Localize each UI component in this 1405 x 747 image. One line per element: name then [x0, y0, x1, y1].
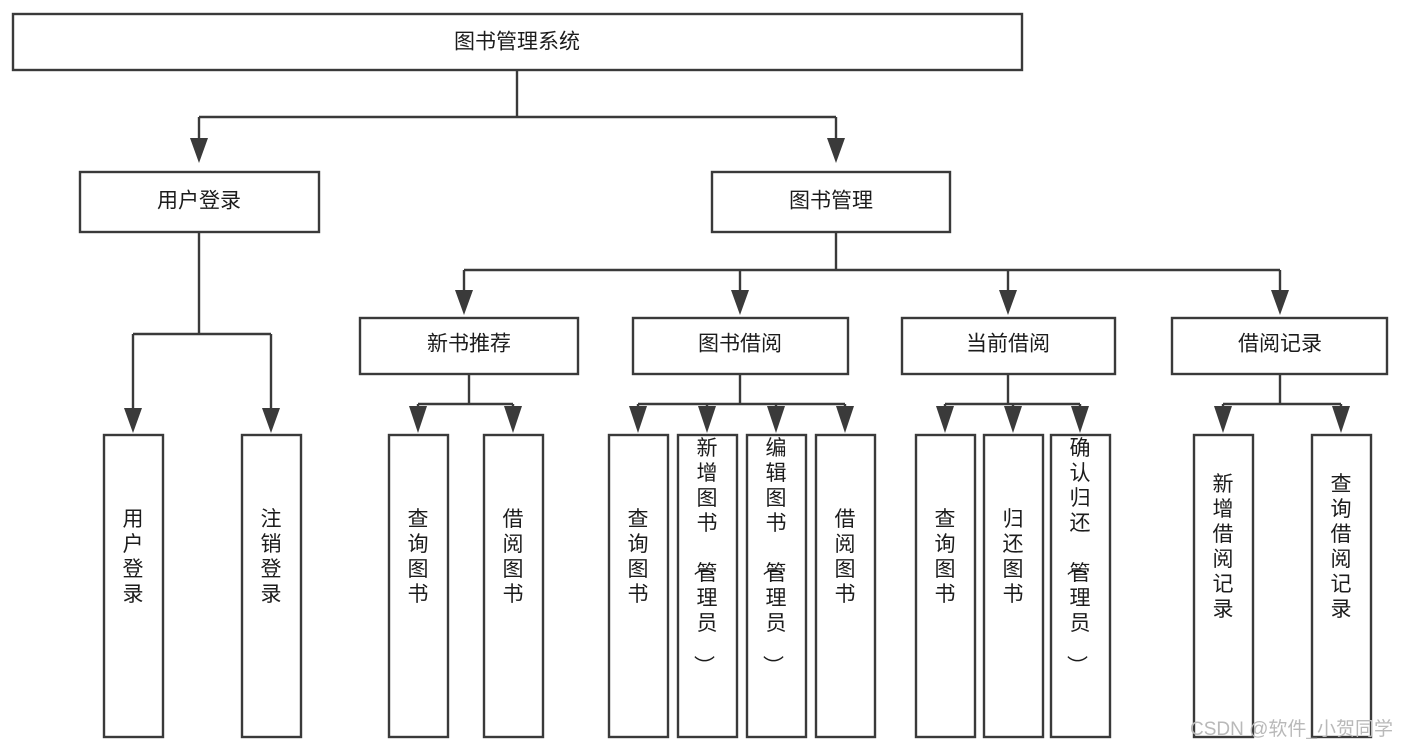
node-leaf-query-book-3-label: 查询图书	[935, 508, 956, 606]
node-leaf-edit-book-box[interactable]	[745, 433, 808, 739]
node-book-borrow-label: 图书借阅	[698, 333, 782, 356]
node-leaf-query-book-1-label: 查询图书	[408, 508, 429, 606]
arrow-head-leaf-return-book	[1004, 406, 1022, 433]
node-user-login-box[interactable]	[78, 170, 321, 234]
node-leaf-query-book-3[interactable]: 查询图书	[914, 433, 977, 739]
node-leaf-query-record-label: 查询借阅记录	[1331, 473, 1352, 621]
node-leaf-confirm-return-box[interactable]	[1049, 433, 1112, 739]
node-leaf-add-record-label: 新增借阅记录	[1213, 473, 1234, 621]
watermark-label: CSDN @软件_小贺同学	[1190, 718, 1393, 740]
arrow-head-leaf-borrow-book-1	[504, 406, 522, 433]
node-leaf-borrow-book-2-box[interactable]	[814, 433, 877, 739]
node-leaf-return-book-box[interactable]	[982, 433, 1045, 739]
node-leaf-query-record[interactable]: 查询借阅记录	[1310, 433, 1373, 739]
node-leaf-query-book-1-box[interactable]	[387, 433, 450, 739]
node-leaf-add-book[interactable]: 新增图书（管理员）	[676, 433, 739, 739]
node-leaf-add-record[interactable]: 新增借阅记录	[1192, 433, 1255, 739]
node-leaf-query-book-1[interactable]: 查询图书	[387, 433, 450, 739]
node-current-borrow-label: 当前借阅	[966, 333, 1050, 356]
node-leaf-query-record-box[interactable]	[1310, 433, 1373, 739]
node-leaf-borrow-book-1[interactable]: 借阅图书	[482, 433, 545, 739]
arrow-head-leaf-edit-book	[767, 406, 785, 433]
node-leaf-add-book-label: 新增图书（管理员）	[692, 437, 718, 676]
node-root-box[interactable]	[11, 12, 1024, 72]
arrow-head-leaf-user-login	[124, 408, 142, 433]
node-leaf-borrow-book-2[interactable]: 借阅图书	[814, 433, 877, 739]
node-book-management[interactable]: 图书管理	[710, 170, 952, 234]
arrow-head-leaf-add-book	[698, 406, 716, 433]
node-borrow-record-label: 借阅记录	[1238, 333, 1322, 356]
arrow-head-leaf-add-record	[1214, 406, 1232, 433]
node-new-book-recommend-box[interactable]	[358, 316, 580, 376]
node-leaf-query-book-2-box[interactable]	[607, 433, 670, 739]
arrow-head-leaf-query-book-2	[629, 406, 647, 433]
arrow-head-leaf-query-book-1	[409, 406, 427, 433]
connector-group-current-borrow	[936, 374, 1089, 433]
arrow-head-new-book-recommend	[455, 290, 473, 315]
node-leaf-add-book-box[interactable]	[676, 433, 739, 739]
node-leaf-add-record-box[interactable]	[1192, 433, 1255, 739]
node-leaf-borrow-book-1-label: 借阅图书	[503, 508, 524, 606]
connector-group-root	[190, 70, 845, 163]
node-leaf-user-login-box[interactable]	[102, 433, 165, 739]
node-leaf-confirm-return-label: 确认归还（管理员）	[1065, 437, 1091, 676]
arrow-head-book-management	[827, 138, 845, 163]
connector-group-borrow-record	[1214, 374, 1350, 433]
node-leaf-user-login-label: 用户登录	[123, 508, 144, 606]
node-book-management-label: 图书管理	[789, 190, 873, 213]
node-book-borrow-box[interactable]	[631, 316, 850, 376]
node-leaf-query-book-2[interactable]: 查询图书	[607, 433, 670, 739]
node-leaf-return-book[interactable]: 归还图书	[982, 433, 1045, 739]
arrow-head-leaf-query-record	[1332, 406, 1350, 433]
arrow-head-borrow-record	[1271, 290, 1289, 315]
node-borrow-record-box[interactable]	[1170, 316, 1389, 376]
node-leaf-query-book-3-box[interactable]	[914, 433, 977, 739]
node-new-book-recommend-label: 新书推荐	[427, 333, 511, 356]
node-leaf-return-book-label: 归还图书	[1003, 508, 1024, 606]
node-leaf-borrow-book-2-label: 借阅图书	[835, 508, 856, 606]
node-root-label: 图书管理系统	[454, 31, 580, 54]
arrow-head-book-borrow	[731, 290, 749, 315]
arrow-head-leaf-confirm-return	[1071, 406, 1089, 433]
node-leaf-user-login[interactable]: 用户登录	[102, 433, 165, 739]
node-leaf-edit-book-label: 编辑图书（管理员）	[761, 437, 787, 676]
node-user-login-label: 用户登录	[157, 190, 241, 213]
node-root[interactable]: 图书管理系统	[11, 12, 1024, 72]
node-leaf-borrow-book-1-box[interactable]	[482, 433, 545, 739]
node-leaf-logout-login-label: 注销登录	[261, 508, 282, 606]
node-leaf-logout-login[interactable]: 注销登录	[240, 433, 303, 739]
node-new-book-recommend[interactable]: 新书推荐	[358, 316, 580, 376]
arrow-head-leaf-query-book-3	[936, 406, 954, 433]
arrow-head-leaf-borrow-book-2	[836, 406, 854, 433]
connector-group-book-management	[455, 232, 1289, 315]
node-book-borrow[interactable]: 图书借阅	[631, 316, 850, 376]
node-leaf-edit-book[interactable]: 编辑图书（管理员）	[745, 433, 808, 739]
arrow-head-current-borrow	[999, 290, 1017, 315]
node-leaf-confirm-return[interactable]: 确认归还（管理员）	[1049, 433, 1112, 739]
connector-group-user-login	[124, 232, 280, 433]
arrow-head-user-login	[190, 138, 208, 163]
node-user-login[interactable]: 用户登录	[78, 170, 321, 234]
node-leaf-query-book-2-label: 查询图书	[628, 508, 649, 606]
arrow-head-leaf-logout-login	[262, 408, 280, 433]
node-current-borrow-box[interactable]	[900, 316, 1117, 376]
node-current-borrow[interactable]: 当前借阅	[900, 316, 1117, 376]
node-borrow-record[interactable]: 借阅记录	[1170, 316, 1389, 376]
node-leaf-logout-login-box[interactable]	[240, 433, 303, 739]
node-book-management-box[interactable]	[710, 170, 952, 234]
connector-group-new-book-recommend	[409, 374, 522, 433]
connector-group-book-borrow	[629, 374, 854, 433]
